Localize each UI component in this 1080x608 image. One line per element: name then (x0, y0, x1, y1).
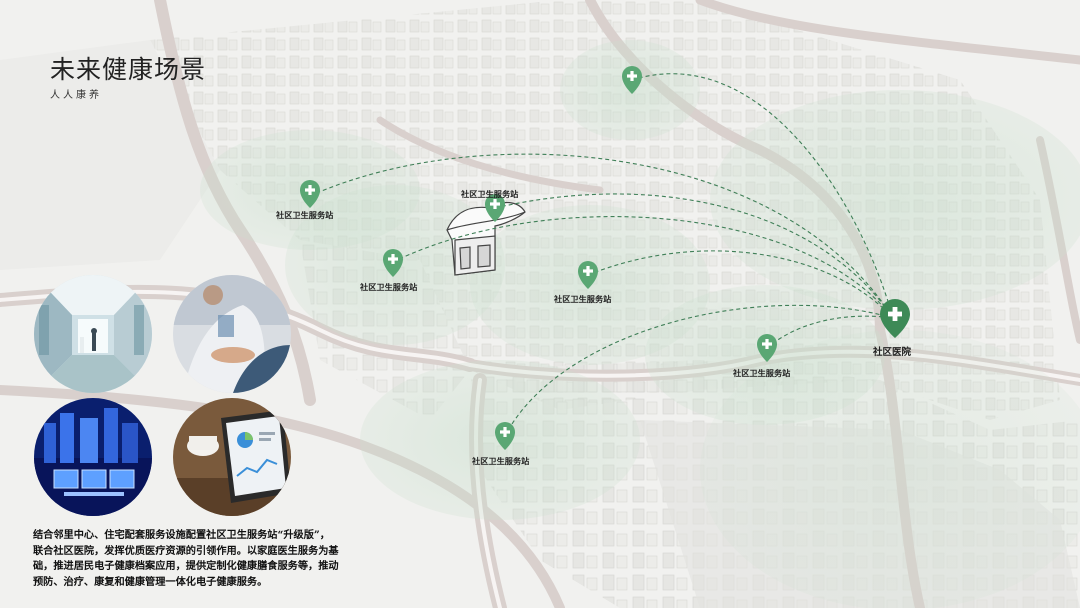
doctor-patient-photo (173, 275, 291, 393)
hospital-label: 社区医院 (873, 347, 912, 358)
station-pin-s3[interactable] (383, 249, 403, 277)
title-block: 未来健康场景 人人康养 (50, 55, 207, 102)
description-line: 联合社区医院，发挥优质医疗资源的引领作用。以家庭医生服务为基 (33, 544, 339, 557)
station-pin-s2[interactable] (485, 194, 505, 222)
description-line: 预防、治疗、康复和健康管理一体化电子健康服务。 (33, 575, 268, 588)
station-pin-s4[interactable] (578, 261, 598, 289)
route-s6 (766, 315, 894, 349)
station-label-s5: 社区卫生服务站 (472, 456, 530, 466)
station-pin-s7[interactable] (622, 66, 642, 94)
description-line: 结合邻里中心、住宅配套服务设施配置社区卫生服务站“升级版”， (33, 529, 330, 541)
page-subtitle: 人人康养 (50, 90, 102, 101)
route-s3 (392, 216, 894, 319)
central-building (446, 201, 526, 276)
description-line: 础，推进居民电子健康档案应用，提供定制化健康膳食服务等，推动 (33, 560, 339, 572)
station-pin-s6[interactable] (757, 334, 777, 362)
station-label-s1: 社区卫生服务站 (276, 210, 334, 220)
description-text: 结合邻里中心、住宅配套服务设施配置社区卫生服务站“升级版”， 联合社区医院，发挥… (33, 528, 393, 590)
digital-city-photo (34, 398, 152, 516)
route-s7 (631, 73, 894, 319)
hospital-pin[interactable] (880, 299, 910, 338)
station-label-s2: 社区卫生服务站 (461, 189, 519, 199)
station-label-s3: 社区卫生服务站 (360, 282, 418, 292)
tablet-health-data-photo (173, 398, 291, 516)
station-label-s6: 社区卫生服务站 (733, 368, 791, 378)
service-zones (200, 40, 1080, 608)
route-s4 (587, 250, 894, 319)
station-label-s4: 社区卫生服务站 (554, 294, 612, 304)
hospital-corridor-photo (34, 275, 152, 393)
station-pin-s1[interactable] (300, 180, 320, 208)
station-pin-s5[interactable] (495, 422, 515, 450)
page-title: 未来健康场景 (50, 55, 207, 84)
route-s1 (309, 153, 894, 319)
connection-routes (309, 73, 894, 437)
route-s5 (504, 304, 894, 437)
